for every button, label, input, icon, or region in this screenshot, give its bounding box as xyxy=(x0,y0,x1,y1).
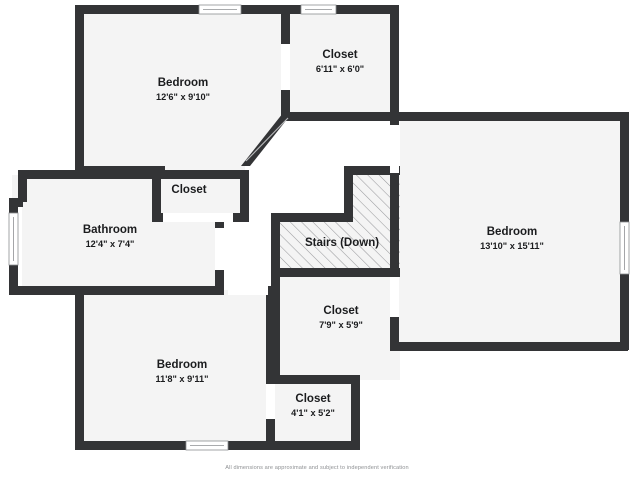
window-bathroom-left xyxy=(8,212,19,266)
wall-stairs-north xyxy=(344,166,400,175)
wall-bathroom-south xyxy=(9,286,224,295)
door-bedroom-diagonal xyxy=(245,117,289,162)
wall-closet-bathroom-east xyxy=(240,170,249,220)
window-bottom-bedroom-south xyxy=(185,440,229,451)
door-bathroom-closet xyxy=(163,213,233,222)
room-dim-closet-center: 7'9" x 5'9" xyxy=(319,320,363,330)
wall-bedroom-right-west xyxy=(390,112,399,350)
wall-closet-top-east xyxy=(390,5,399,120)
door-bedroom-right-lower xyxy=(390,277,399,317)
room-area-bedroom-bottom-left xyxy=(80,290,270,445)
window-top-closet xyxy=(300,4,337,15)
wall-stairs-west-lower xyxy=(271,213,280,383)
room-label-bathroom: Bathroom xyxy=(83,224,137,236)
wall-closet-bottom-north xyxy=(266,375,360,384)
room-labels: Bedroom 12'6" x 9'10" Closet 6'11" x 6'0… xyxy=(83,49,544,418)
room-area-closet-center xyxy=(275,272,400,380)
wall-bedroom-right-south xyxy=(390,342,628,351)
door-openings xyxy=(163,44,399,419)
room-label-stairs: Stairs (Down) xyxy=(305,237,379,249)
room-label-closet-bathroom: Closet xyxy=(171,184,206,196)
wall-bathroom-west-upper xyxy=(18,170,27,202)
wall-bottom-bedroom-west xyxy=(75,286,84,450)
wall-stairs-west-upper xyxy=(344,166,353,218)
wall-bathroom-north xyxy=(18,170,248,179)
wall-bottom-bedroom-south xyxy=(75,441,274,450)
window-top-left-bedroom xyxy=(198,4,242,15)
room-fills xyxy=(12,10,625,445)
room-area-closet-bathroom xyxy=(155,172,245,218)
wall-closet-bottom-east xyxy=(351,375,360,450)
room-area-bedroom-right xyxy=(400,115,625,350)
wall-closet-bottom-south xyxy=(266,441,360,450)
wall-closet-bathroom-west xyxy=(152,170,161,220)
wall-stairs-step-top xyxy=(271,213,353,222)
wall-closet-top-north xyxy=(281,5,399,14)
wall-top-left-bedroom-north xyxy=(75,5,290,14)
room-dim-closet-bottom: 4'1" x 5'2" xyxy=(291,408,335,418)
wall-closet-top-south xyxy=(281,112,399,121)
room-label-closet-center: Closet xyxy=(323,305,358,317)
room-label-bedroom-bottom-left: Bedroom xyxy=(157,359,207,371)
room-label-closet-top: Closet xyxy=(322,49,357,61)
room-dim-bedroom-right: 13'10" x 15'11" xyxy=(480,241,544,251)
wall-bottom-bedroom-east xyxy=(266,286,275,450)
room-label-bedroom-right: Bedroom xyxy=(487,226,537,238)
room-label-closet-bottom: Closet xyxy=(295,393,330,405)
door-bedroom-right-upper xyxy=(390,125,399,173)
wall-stairs-south xyxy=(271,268,400,277)
wall-top-left-bedroom-west xyxy=(75,5,84,175)
door-bottom-closet xyxy=(266,384,275,419)
door-bathroom-entry xyxy=(215,228,224,270)
door-hall-to-bottom-bedroom xyxy=(228,286,268,295)
room-dim-bedroom-bottom-left: 11'8" x 9'11" xyxy=(156,374,209,384)
room-area-closet-bottom xyxy=(270,380,360,445)
room-area-bedroom-top-left xyxy=(80,10,285,170)
wall-bedroom-right-north xyxy=(390,112,628,121)
room-dim-closet-top: 6'11" x 6'0" xyxy=(316,64,364,74)
room-dim-bathroom: 12'4" x 7'4" xyxy=(86,239,135,249)
window-bedroom-right-east xyxy=(619,221,630,275)
windows xyxy=(8,4,630,451)
room-label-bedroom-top-left: Bedroom xyxy=(158,77,208,89)
room-dim-bedroom-top-left: 12'6" x 9'10" xyxy=(156,92,210,102)
disclaimer-note: All dimensions are approximate and subje… xyxy=(225,465,409,471)
room-area-closet-top xyxy=(285,10,395,120)
door-top-bedroom-to-closet xyxy=(281,44,290,90)
